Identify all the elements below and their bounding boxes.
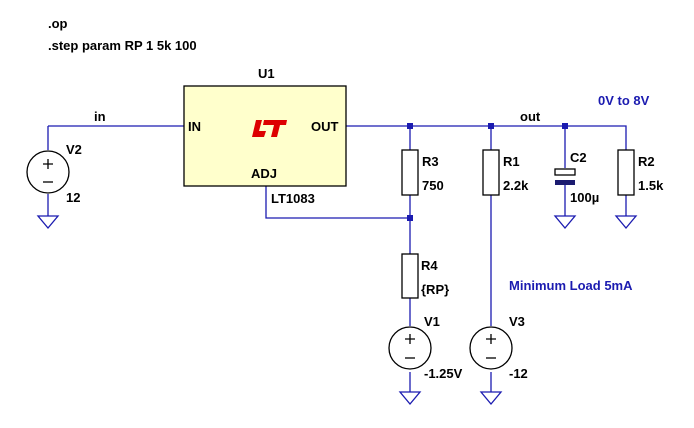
- resistor-body: [482, 149, 500, 196]
- plus-icon: [405, 334, 415, 344]
- plus-icon: [486, 334, 496, 344]
- v2-value: 12: [66, 190, 80, 205]
- v1-name: V1: [424, 314, 440, 329]
- range-annotation[interactable]: 0V to 8V: [598, 93, 650, 108]
- regulator-body: [183, 85, 347, 187]
- resistor-r3[interactable]: R3 750: [401, 149, 444, 196]
- source-circle: [26, 150, 70, 194]
- junction-dot: [407, 215, 413, 221]
- r3-value: 750: [422, 178, 444, 193]
- junction-dot: [488, 123, 494, 129]
- source-circle: [388, 326, 432, 370]
- regulator-model: LT1083: [271, 191, 315, 206]
- capacitor-plate-top: [554, 168, 576, 176]
- wires: [47, 125, 627, 392]
- pin-out-label: OUT: [311, 119, 339, 134]
- wire-in: [47, 125, 184, 150]
- wire-out: [346, 125, 627, 150]
- lt-logo-icon: [252, 120, 287, 137]
- junction-dot: [562, 123, 568, 129]
- resistor-r4[interactable]: R4 {RP}: [401, 253, 449, 299]
- r2-value: 1.5k: [638, 178, 664, 193]
- net-label-in[interactable]: in: [94, 109, 106, 124]
- min-load-annotation[interactable]: Minimum Load 5mA: [509, 278, 633, 293]
- ground-icon: [553, 215, 577, 230]
- step-directive[interactable]: .step param RP 1 5k 100: [48, 38, 197, 53]
- r1-value: 2.2k: [503, 178, 529, 193]
- capacitor-c2[interactable]: C2 100µ: [554, 150, 599, 205]
- r4-name: R4: [421, 258, 438, 273]
- resistor-body: [401, 149, 419, 196]
- ground-icon: [36, 215, 60, 230]
- pin-adj-label: ADJ: [251, 166, 277, 181]
- net-label-out[interactable]: out: [520, 109, 541, 124]
- ground-icon: [398, 391, 422, 406]
- pin-in-label: IN: [188, 119, 201, 134]
- r3-name: R3: [422, 154, 439, 169]
- resistor-body: [617, 149, 635, 196]
- regulator-name: U1: [258, 66, 275, 81]
- ground-icon: [614, 215, 638, 230]
- r1-name: R1: [503, 154, 520, 169]
- source-v3[interactable]: V3 -12: [469, 314, 528, 381]
- v1-value: -1.25V: [424, 366, 463, 381]
- junctions: [407, 123, 568, 221]
- source-v1[interactable]: V1 -1.25V: [388, 314, 463, 381]
- regulator-u1[interactable]: U1 IN OUT ADJ LT1083: [183, 66, 347, 206]
- r2-name: R2: [638, 154, 655, 169]
- resistor-r2[interactable]: R2 1.5k: [617, 149, 664, 196]
- c2-value: 100µ: [570, 190, 599, 205]
- op-directive[interactable]: .op: [48, 16, 68, 31]
- source-v2[interactable]: V2 12: [26, 142, 82, 205]
- r4-value: {RP}: [421, 282, 449, 297]
- v3-value: -12: [509, 366, 528, 381]
- ground-icon: [479, 391, 503, 406]
- capacitor-plate-bottom: [555, 180, 575, 185]
- source-circle: [469, 326, 513, 370]
- v3-name: V3: [509, 314, 525, 329]
- junction-dot: [407, 123, 413, 129]
- c2-name: C2: [570, 150, 587, 165]
- wire-adj: [265, 186, 410, 219]
- plus-icon: [43, 159, 53, 169]
- grounds: [36, 215, 638, 406]
- v2-name: V2: [66, 142, 82, 157]
- resistor-body: [401, 253, 419, 299]
- resistor-r1[interactable]: R1 2.2k: [482, 149, 529, 196]
